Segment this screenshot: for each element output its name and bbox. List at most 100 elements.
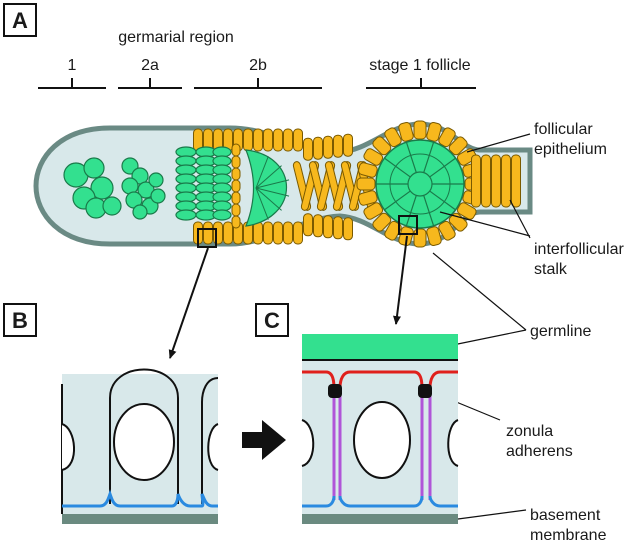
germline-cell bbox=[102, 196, 122, 216]
follicle-cell bbox=[293, 221, 303, 245]
germline-cell bbox=[175, 209, 197, 221]
follicle-cell bbox=[213, 221, 223, 245]
follicle-cell bbox=[438, 220, 456, 241]
follicle-cell bbox=[384, 127, 402, 148]
follicle-cell bbox=[501, 154, 511, 208]
follicle-cell bbox=[448, 136, 468, 156]
germline-cells bbox=[63, 146, 290, 227]
panel-label-c-text: C bbox=[264, 308, 280, 333]
cyst-division-line bbox=[255, 187, 290, 197]
panel-b-epithelium bbox=[61, 368, 219, 524]
stage1-cyst-division bbox=[384, 157, 411, 178]
arrow-to-b bbox=[168, 247, 209, 359]
follicle-cell bbox=[231, 203, 241, 217]
stage1-cyst-division bbox=[429, 190, 456, 211]
follicle-cell bbox=[426, 226, 442, 247]
follicle-cell bbox=[203, 221, 213, 245]
panel-label-a-text: A bbox=[12, 8, 28, 33]
region-1-label: 1 bbox=[68, 57, 77, 74]
follicle-cell bbox=[372, 136, 392, 156]
panel-label-b-text: B bbox=[12, 308, 28, 333]
follicle-cell bbox=[413, 228, 427, 248]
follicle-cell bbox=[231, 191, 241, 205]
region-2b-label: 2b bbox=[249, 57, 267, 74]
follicle-cell bbox=[357, 162, 378, 178]
germline-cell bbox=[212, 209, 232, 221]
follicle-cell bbox=[372, 212, 392, 232]
follicle-cell bbox=[343, 133, 353, 157]
follicle-cell bbox=[356, 177, 376, 191]
callout-interfollicular-line1: interfollicular bbox=[534, 241, 624, 258]
cyst-division-line bbox=[255, 187, 282, 211]
stage1-follicle-label: stage 1 follicle bbox=[369, 57, 470, 74]
callout-basement-line2: membrane bbox=[530, 527, 607, 544]
callout-zonula-line1: zonula bbox=[506, 423, 553, 440]
cyst-division-line bbox=[255, 165, 282, 189]
cyst-division-line bbox=[255, 187, 269, 220]
follicle-cell bbox=[253, 221, 263, 245]
panel-label-a: A bbox=[3, 3, 37, 37]
follicle-cell bbox=[313, 214, 323, 238]
callout-germline: germline bbox=[530, 323, 591, 340]
follicle-cell bbox=[491, 154, 501, 208]
region-2a-label: 2a bbox=[141, 57, 159, 74]
germline-cell bbox=[150, 188, 166, 204]
follicle-cell bbox=[333, 134, 343, 158]
follicle-cell bbox=[263, 221, 273, 245]
follicle-cell bbox=[243, 128, 253, 152]
follicle-cell bbox=[313, 136, 323, 160]
follicle-cell bbox=[293, 128, 303, 152]
follicle-cell bbox=[438, 127, 456, 148]
stage1-cyst-ring bbox=[389, 153, 451, 215]
stage1-cyst-division bbox=[423, 195, 435, 227]
follicle-cell bbox=[343, 217, 353, 241]
follicle-cell bbox=[231, 215, 241, 229]
follicle-cell bbox=[471, 154, 481, 208]
stage1-oocyte-center bbox=[407, 171, 433, 197]
follicle-cell bbox=[426, 121, 442, 142]
follicle-cell bbox=[511, 154, 521, 208]
follicle-cell bbox=[456, 202, 477, 220]
follicle-cell bbox=[231, 155, 241, 169]
follicle-cell bbox=[481, 154, 491, 208]
germarial-region-title: germarial region bbox=[118, 29, 234, 46]
follicle-cell bbox=[333, 216, 343, 240]
stage1-cyst-division bbox=[429, 157, 456, 178]
follicle-cell bbox=[231, 167, 241, 181]
follicle-cell bbox=[363, 202, 384, 220]
follicle-cell bbox=[357, 190, 378, 206]
follicle-cell bbox=[303, 137, 313, 161]
arrow-to-c bbox=[393, 235, 408, 325]
follicle-cell bbox=[273, 221, 283, 245]
follicle-cells bbox=[193, 120, 521, 248]
stage1-cyst-division bbox=[384, 190, 411, 211]
germline-cyst-2b bbox=[245, 149, 288, 227]
stage1-cyst-division bbox=[405, 141, 417, 173]
callout-basement-line1: basement bbox=[530, 507, 601, 524]
panel-label-c: C bbox=[255, 303, 289, 337]
follicle-cell bbox=[263, 128, 273, 152]
follicle-cell bbox=[323, 215, 333, 239]
panel-label-b: B bbox=[3, 303, 37, 337]
callout-interfollicular-line2: stalk bbox=[534, 261, 568, 278]
follicle-cell bbox=[231, 143, 241, 157]
zoom-box-b bbox=[197, 228, 217, 248]
follicle-cell bbox=[363, 148, 384, 166]
germline-cell bbox=[83, 157, 105, 179]
zoom-box-c bbox=[398, 215, 418, 235]
callout-zonula-line2: adherens bbox=[506, 443, 573, 460]
follicle-cell bbox=[231, 179, 241, 193]
callout-follicular-line2: epithelium bbox=[534, 141, 607, 158]
panel-c-epithelium bbox=[301, 334, 459, 524]
follicle-cell bbox=[273, 128, 283, 152]
germline-cell bbox=[90, 176, 114, 200]
follicle-cell bbox=[253, 128, 263, 152]
stage1-cyst-division bbox=[423, 141, 435, 173]
follicle-cell bbox=[323, 135, 333, 159]
cyst-division-line bbox=[255, 156, 269, 189]
germline-cell bbox=[148, 172, 164, 188]
stage1-germline-cyst bbox=[375, 139, 465, 229]
transition-arrow bbox=[242, 420, 286, 460]
stage1-cyst-division bbox=[405, 195, 417, 227]
